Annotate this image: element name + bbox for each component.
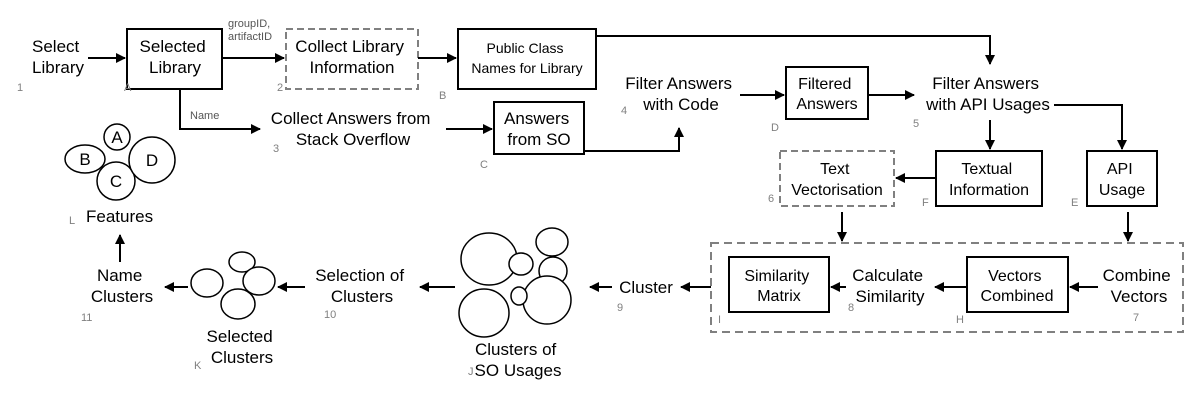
filter-code-text: Filter Answers with Code <box>625 74 736 114</box>
step-number-10: 10 <box>324 309 336 321</box>
public-class-names-text: Public Class Names for Library <box>471 40 582 76</box>
collect-library-info-text: Collect Library Information <box>295 37 408 77</box>
text-vectorisation-text: Text Vectorisation <box>791 161 883 199</box>
artifact-letter-e: E <box>1071 197 1078 209</box>
combine-vectors-text: Combine Vectors <box>1103 266 1176 306</box>
arrow-public-class-to-filter-api <box>596 35 995 65</box>
step-number-9: 9 <box>617 302 623 314</box>
step-number-8: 8 <box>848 302 854 314</box>
name-edge-label: Name <box>190 110 219 122</box>
feature-circle-a-label: A <box>111 128 123 147</box>
artifact-letter-h: H <box>956 314 964 326</box>
artifact-letter-j: J <box>468 366 474 378</box>
public-class-names-box <box>457 28 597 90</box>
api-usage-text: API Usage <box>1099 161 1145 199</box>
step-number-1: 1 <box>17 82 23 94</box>
clusters-so-text: Clusters of SO Usages <box>475 340 562 380</box>
arrow-selected-to-collect-answers <box>179 89 261 134</box>
collect-answers-text: Collect Answers from Stack Overflow <box>271 109 435 149</box>
feature-circle-d <box>128 136 176 184</box>
similarity-matrix-text: Similarity Matrix <box>744 268 813 305</box>
features-text: Features <box>86 207 153 226</box>
artifact-letter-a: A <box>124 82 132 94</box>
step-number-5: 5 <box>913 118 919 130</box>
step-number-2: 2 <box>277 82 283 94</box>
artifact-letter-k: K <box>194 360 202 372</box>
filtered-answers-box <box>785 66 869 120</box>
feature-circle-c <box>96 161 136 201</box>
answers-from-so-text: Answers from SO <box>504 109 574 149</box>
selected-library-box <box>126 28 223 90</box>
artifact-letter-d: D <box>771 122 779 134</box>
step-number-6: 6 <box>768 193 774 205</box>
select-library-text: Select Library <box>32 37 84 77</box>
step-number-3: 3 <box>273 143 279 155</box>
step-number-7: 7 <box>1133 312 1139 324</box>
feature-circle-b-label: B <box>79 150 90 169</box>
selection-clusters-text: Selection of Clusters <box>315 266 409 306</box>
artifact-letter-f: F <box>922 197 929 209</box>
cluster-text: Cluster <box>619 278 673 297</box>
filter-api-text: Filter Answers with API Usages <box>925 74 1050 114</box>
similarity-matrix-box <box>728 256 830 313</box>
step-number-11: 11 <box>81 312 92 324</box>
group-artifact-edge-label: groupID, artifactID <box>228 18 273 43</box>
feature-circle-b <box>64 144 106 174</box>
filtered-answers-text: Filtered Answers <box>796 76 857 113</box>
name-clusters-text: Name Clusters <box>91 266 153 306</box>
vectors-combined-text: Vectors Combined <box>981 268 1054 305</box>
selected-library-text: Selected Library <box>140 37 211 77</box>
selected-clusters-icon <box>190 251 276 320</box>
artifact-letter-b: B <box>439 90 446 102</box>
arrow-answers-so-to-filter-code <box>584 127 684 152</box>
feature-circle-d-label: D <box>146 151 158 170</box>
step-number-4: 4 <box>621 105 627 117</box>
artifact-letter-i: I <box>718 314 721 326</box>
api-usage-box <box>1086 150 1158 207</box>
selected-clusters-text: Selected Clusters <box>207 327 278 367</box>
arrow-filter-api-to-api-usage <box>1054 104 1127 150</box>
clusters-of-so-usages-icon <box>458 227 572 338</box>
artifact-letter-c: C <box>480 159 488 171</box>
feature-circles: A B C D <box>64 123 176 201</box>
text-vectorisation-box <box>779 150 895 207</box>
feature-circle-c-label: C <box>110 172 122 191</box>
similarity-group-box <box>710 242 1184 333</box>
textual-info-text: Textual Information <box>949 161 1029 199</box>
answers-from-so-box <box>493 101 585 155</box>
calculate-similarity-text: Calculate Similarity <box>852 266 928 306</box>
collect-library-info-box <box>285 28 419 90</box>
artifact-letter-l: L <box>69 215 75 227</box>
feature-circle-a <box>103 123 131 151</box>
vectors-combined-box <box>966 256 1069 313</box>
